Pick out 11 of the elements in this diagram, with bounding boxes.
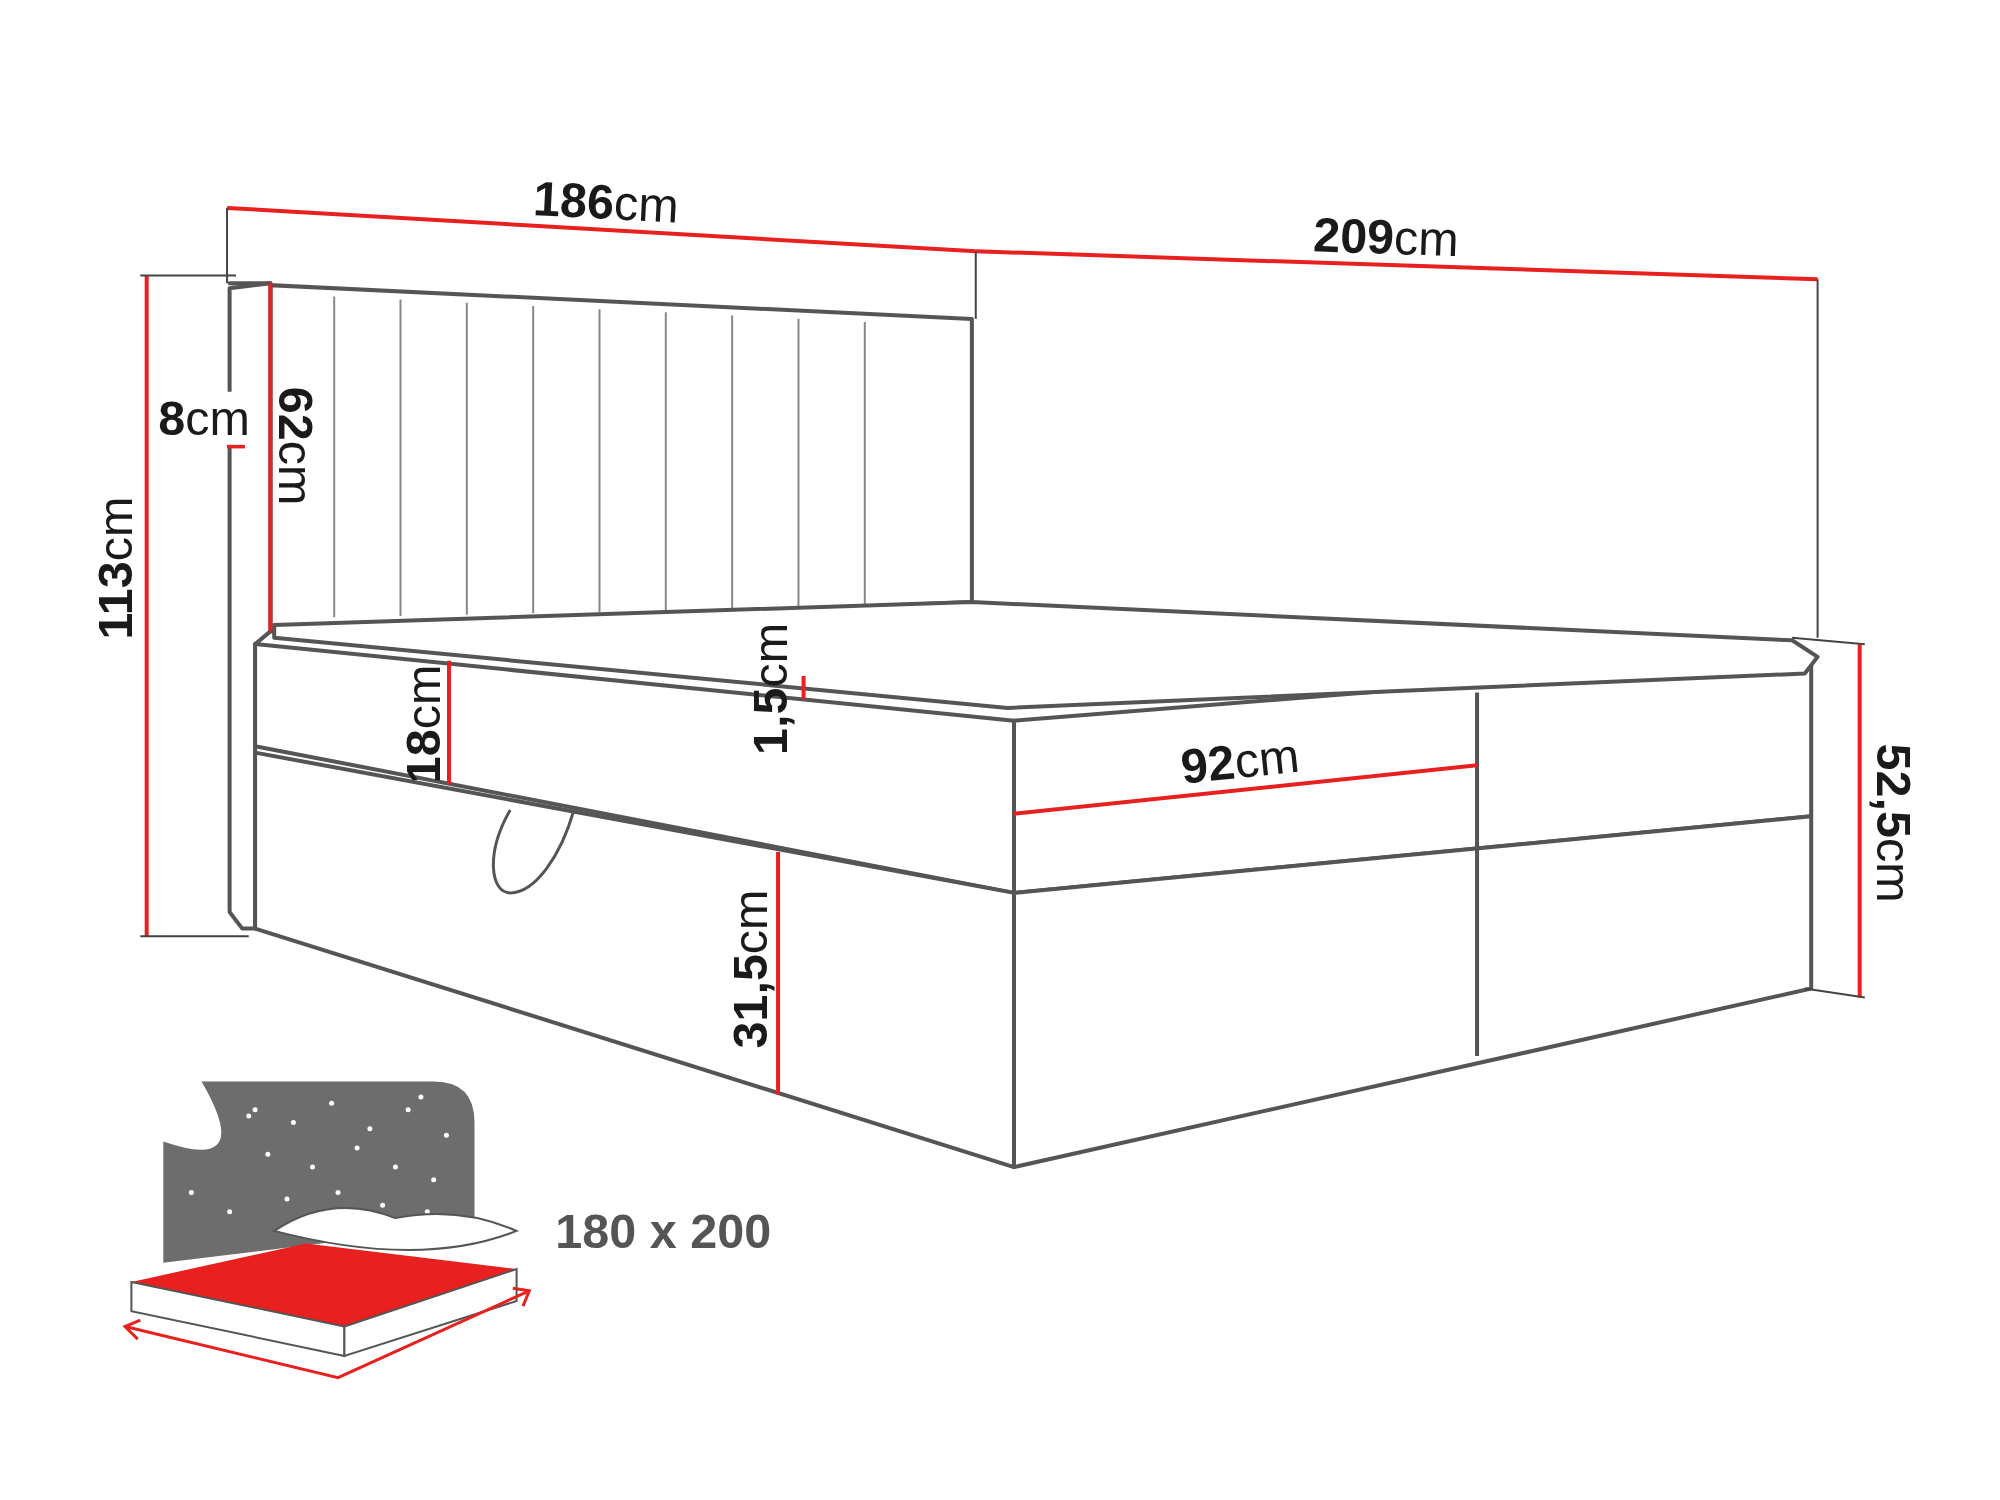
dimension-label: 209cm xyxy=(1312,210,1461,264)
dimension-label: 8cm xyxy=(158,392,250,445)
dimension-label: 1,5cm xyxy=(746,622,795,755)
dimension-label: 186cm xyxy=(531,173,680,230)
dimension-label: 113cm xyxy=(90,496,140,640)
dimension-label: 92cm xyxy=(1178,731,1302,792)
dimension-label: 31,5cm xyxy=(725,889,775,1049)
dimension-label: 52,5cm xyxy=(1869,743,1919,903)
dimension-label: 180 x 200 xyxy=(555,1206,772,1256)
dimension-label: 18cm xyxy=(399,665,448,784)
dimension-label: 62cm xyxy=(271,387,321,506)
